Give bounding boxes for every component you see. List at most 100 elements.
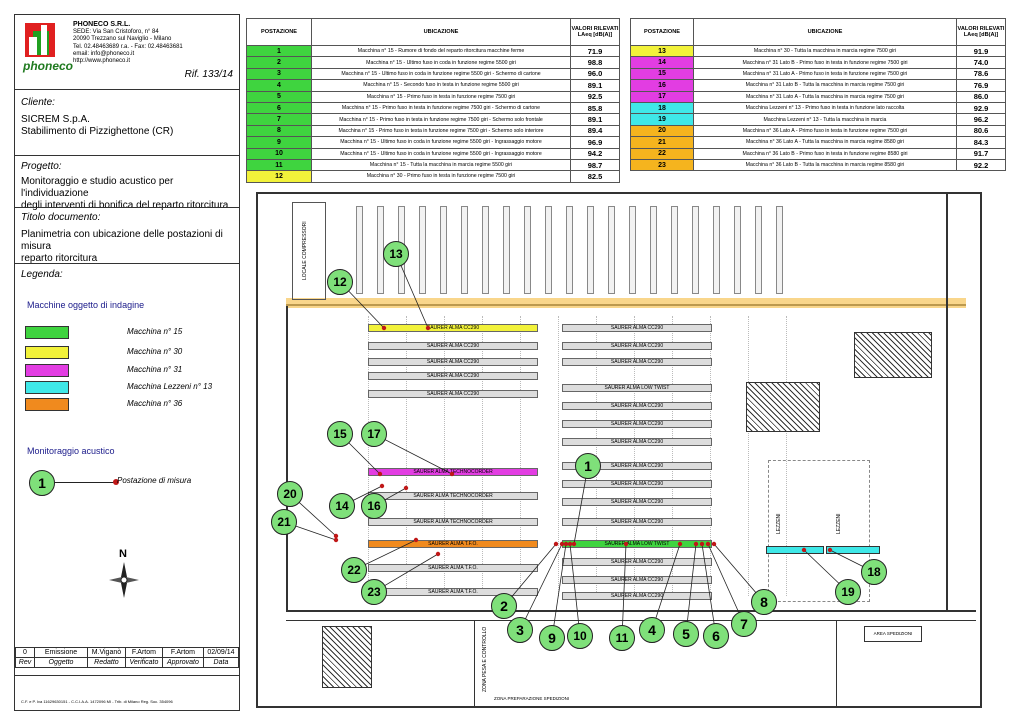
cell-position: 6 — [246, 101, 312, 115]
creel-bar — [356, 206, 363, 294]
cell-location: Macchina n° 36 Lato B - Tutta la macchin… — [693, 158, 957, 172]
hatched-area — [854, 332, 932, 378]
cell-value: 96.9 — [570, 136, 620, 149]
client-label: Cliente: — [21, 97, 55, 108]
cell-position: 14 — [630, 56, 694, 69]
north-arrow: N — [107, 548, 141, 598]
station-marker-14: 14 — [329, 493, 355, 519]
creel-bar — [503, 206, 510, 294]
station-marker-3: 3 — [507, 617, 533, 643]
machine-row: SAURER ALMA CC290 — [368, 372, 538, 380]
legend-station-dot — [113, 479, 119, 485]
cell-location: Macchina n° 15 - Tutta la macchina in ma… — [311, 158, 571, 172]
cell-value: 82.5 — [570, 170, 620, 183]
client-text: SICREM S.p.A. Stabilimento di Pizzighett… — [21, 114, 235, 138]
machine-row: SAURER ALMA CC290 — [562, 518, 712, 526]
project-text: Monitoraggio e studio acustico per l'ind… — [21, 176, 235, 212]
cell-location: Macchina n° 31 Lato A - Tutta la macchin… — [693, 90, 957, 103]
station-marker-2: 2 — [491, 593, 517, 619]
creel-bar — [650, 206, 657, 294]
leader-line — [395, 253, 429, 329]
station-marker-23: 23 — [361, 579, 387, 605]
cell-value: 91.7 — [956, 147, 1006, 160]
cell-value: 74.0 — [956, 56, 1006, 69]
station-marker-22: 22 — [341, 557, 367, 583]
leader-line — [519, 543, 563, 631]
cell-location: Macchina n° 15 - Primo fuso in testa in … — [311, 113, 571, 126]
station-dot — [699, 541, 705, 547]
creel-bar — [419, 206, 426, 294]
lezzeni-area — [768, 460, 870, 602]
legend-swatch — [25, 364, 69, 377]
cell-location: Macchina n° 31 Lato B - Primo fuso in te… — [693, 56, 957, 69]
creel-bar — [461, 206, 468, 294]
cell-position: 9 — [246, 136, 312, 149]
cell-location: Macchina Lezzeni n° 13 - Primo fuso in t… — [693, 101, 957, 115]
legend-section: Legenda: Macchine oggetto di indagine Ma… — [15, 263, 239, 647]
cell-position: 23 — [630, 158, 694, 172]
cell-value: 96.0 — [570, 67, 620, 81]
doc-title-section: Titolo documento: Planimetria con ubicaz… — [15, 207, 239, 265]
cell-value: 89.1 — [570, 79, 620, 92]
legend-station-line — [55, 482, 115, 483]
cell-location: Macchina n° 15 - Ultimo fuso in coda in … — [311, 56, 571, 69]
cell-value: 85.8 — [570, 101, 620, 115]
leader-line — [651, 543, 681, 631]
plan-wall — [256, 192, 982, 194]
title-block: phoneco PHONECO S.R.L. SEDE: Via San Cri… — [14, 14, 240, 711]
lezzeni-machine — [826, 546, 880, 554]
rev-header: Oggetto — [34, 657, 88, 668]
revision-table: 0 Emissione M.Viganò F.Artom F.Artom 02/… — [15, 647, 240, 668]
machine-row: SAURER ALMA CC290 — [562, 592, 712, 600]
company-line: Tel. 02.48463689 r.a. - Fax: 02.48463681 — [73, 43, 183, 50]
creel-bar — [671, 206, 678, 294]
machine-row: SAURER ALMA CC290 — [562, 438, 712, 446]
cell-position: 11 — [246, 158, 312, 172]
station-dot — [559, 541, 565, 547]
measurements-table-right: POSTAZIONE UBICAZIONE VALORI RILEVATI LA… — [630, 18, 1006, 172]
col-header-pos: POSTAZIONE — [630, 18, 694, 46]
doc-title-label: Titolo documento: — [21, 212, 101, 223]
plan-wall — [474, 620, 475, 706]
creel-bar — [608, 206, 615, 294]
cell-location: Macchina n° 15 - Rumore di fondo del rep… — [311, 44, 571, 58]
machines-title: Macchine oggetto di indagine — [27, 300, 145, 310]
station-marker-1: 1 — [575, 453, 601, 479]
leader-lines — [283, 253, 875, 639]
station-marker-6: 6 — [703, 623, 729, 649]
cell-value: 78.6 — [956, 67, 1006, 81]
machine-row: SAURER ALMA T.F.O. — [368, 564, 538, 572]
cell-value: 92.5 — [570, 90, 620, 103]
area-spedizioni: AREA SPEDIZIONI — [864, 626, 922, 642]
project-line: Monitoraggio e studio acustico per l'ind… — [21, 176, 174, 199]
station-dot — [693, 541, 699, 547]
station-marker-18: 18 — [861, 559, 887, 585]
machine-row: SAURER ALMA CC290 — [562, 402, 712, 410]
station-marker-8: 8 — [751, 589, 777, 615]
measurements-table-left: POSTAZIONE UBICAZIONE VALORI RILEVATI LA… — [246, 18, 620, 183]
rev-cell: M.Viganò — [87, 647, 126, 658]
col-header-loc: UBICAZIONE — [693, 18, 957, 46]
cell-position: 19 — [630, 113, 694, 126]
company-line: http://www.phoneco.it — [73, 58, 131, 65]
cell-value: 98.8 — [570, 56, 620, 69]
station-dot — [827, 547, 833, 553]
company-line: 20090 Trezzano sul Naviglio - Milano — [73, 36, 172, 43]
doc-title-text: Planimetria con ubicazione delle postazi… — [21, 229, 235, 265]
cell-value: 71.9 — [570, 44, 620, 58]
leader-line — [707, 543, 745, 625]
station-dot — [567, 541, 573, 547]
station-marker-15: 15 — [327, 421, 353, 447]
legend-item-label: Macchina n° 15 — [127, 327, 183, 336]
client-site: Stabilimento di Pizzighettone (CR) — [21, 126, 174, 137]
plan-wall — [286, 610, 976, 612]
creel-bar — [587, 206, 594, 294]
cell-location: Macchina n° 31 Lato B - Tutta la macchin… — [693, 79, 957, 92]
legend-station-marker: 1 — [29, 470, 55, 496]
